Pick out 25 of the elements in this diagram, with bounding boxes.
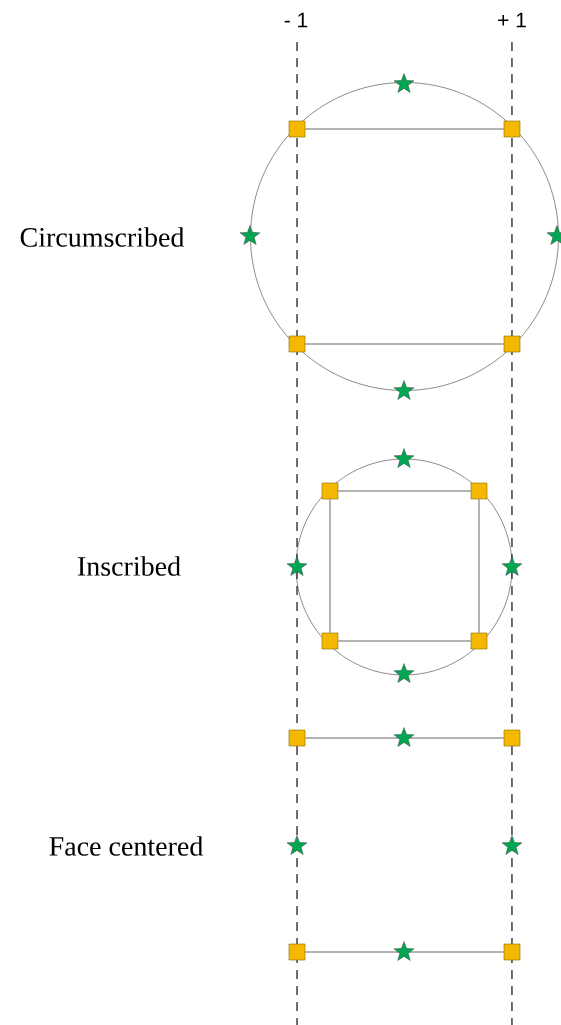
connecting-line	[304, 951, 505, 953]
corner-point-square	[503, 943, 521, 961]
connecting-line	[337, 490, 472, 492]
axis-level-label: + 1	[498, 12, 526, 28]
corner-point-square	[288, 120, 306, 138]
corner-point-square	[503, 120, 521, 138]
corner-point-square	[503, 729, 521, 747]
corner-point-square	[288, 335, 306, 353]
design-label: Inscribed	[77, 556, 181, 576]
corner-point-square	[288, 729, 306, 747]
corner-point-square	[288, 943, 306, 961]
axis-level-label: - 1	[284, 12, 308, 28]
corner-point-square	[470, 482, 488, 500]
corner-point-square	[321, 632, 339, 650]
design-label: Face centered	[49, 836, 203, 856]
corner-point-square	[470, 632, 488, 650]
connecting-line	[337, 640, 472, 642]
connecting-line	[304, 343, 505, 345]
corner-point-square	[321, 482, 339, 500]
connecting-line	[329, 498, 331, 634]
connecting-line	[304, 737, 505, 739]
design-label: Circumscribed	[20, 227, 185, 247]
connecting-line	[304, 128, 505, 130]
connecting-line	[478, 498, 480, 634]
corner-point-square	[503, 335, 521, 353]
